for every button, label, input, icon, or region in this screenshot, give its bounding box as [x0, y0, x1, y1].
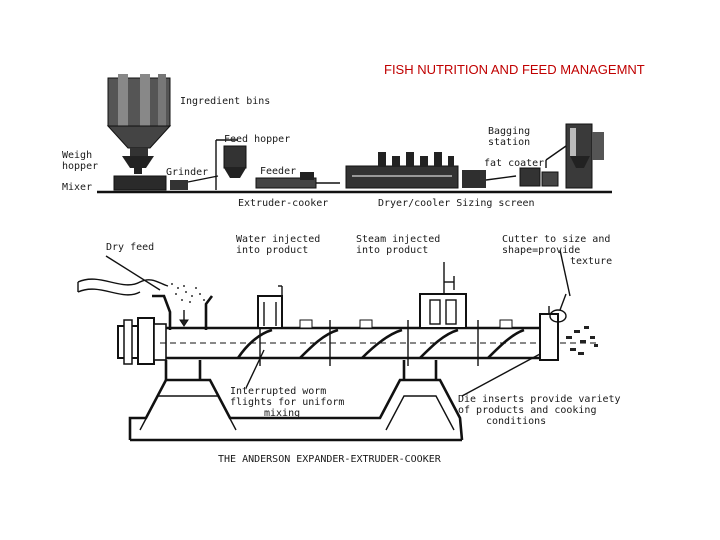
diagram-caption: THE ANDERSON EXPANDER-EXTRUDER-COOKER [218, 454, 442, 465]
steam-injection-ports [419, 262, 467, 329]
worm-flights [236, 328, 525, 359]
label-dryer-sizing: Dryer/cooler Sizing screen [378, 198, 535, 209]
label-die-line1: Die inserts provide variety [458, 394, 621, 405]
bagging-station [545, 123, 604, 189]
label-feeder: Feeder [260, 166, 296, 177]
label-dry-feed: Dry feed [106, 242, 154, 253]
feed-hopper [215, 139, 247, 190]
ingredient-bins [106, 74, 172, 156]
extruder-cooker [255, 172, 340, 189]
fat-coater [519, 167, 559, 187]
extruder-cross-section: Dry feed Water injected into product Ste… [77, 234, 621, 465]
feed-mill-plant: Ingredient bins Feed hopper Weigh hopper… [62, 74, 612, 209]
label-extruder-cooker: Extruder-cooker [238, 198, 328, 209]
label-feed-hopper: Feed hopper [224, 134, 290, 145]
label-bagging-line1: Bagging [488, 126, 530, 137]
label-steam-line1: Steam injected [356, 234, 440, 245]
sizing-screen [462, 170, 486, 188]
mixer [113, 175, 167, 191]
page-title: FISH NUTRITION AND FEED MANAGEMNT [384, 62, 645, 77]
label-mixer: Mixer [62, 182, 92, 193]
barrel-vents [299, 319, 513, 329]
label-worm-line1: Interrupted worm [230, 386, 326, 397]
drive-end [117, 317, 167, 365]
label-die-line3: conditions [486, 416, 546, 427]
label-water-line2: into product [236, 245, 308, 256]
label-grinder: Grinder [166, 167, 208, 178]
label-fat-coater: fat coater [484, 158, 544, 169]
dryer-cooler [345, 152, 459, 189]
weigh-hopper [122, 156, 154, 174]
leader-die [461, 353, 541, 397]
label-worm-line2: flights for uniform [230, 397, 344, 408]
label-ingredient-bins: Ingredient bins [180, 96, 270, 107]
label-die-line2: of products and cooking [458, 405, 596, 416]
label-weigh-hopper-line2: hopper [62, 161, 98, 172]
label-cutter-line1: Cutter to size and [502, 234, 610, 245]
dry-feed-inlet [77, 255, 214, 330]
leader-worm [245, 349, 265, 389]
support-frame [128, 360, 464, 442]
water-injection-port [257, 285, 283, 329]
label-weigh-hopper-line1: Weigh [62, 150, 92, 161]
label-water-line1: Water injected [236, 234, 320, 245]
label-steam-line2: into product [356, 245, 428, 256]
label-bagging-line2: station [488, 137, 530, 148]
grinder [170, 180, 188, 190]
die-cutter [539, 249, 598, 361]
label-cutter-line3: texture [570, 256, 612, 267]
label-cutter-line2: shape=provide [502, 245, 580, 256]
label-worm-line3: mixing [264, 408, 300, 419]
